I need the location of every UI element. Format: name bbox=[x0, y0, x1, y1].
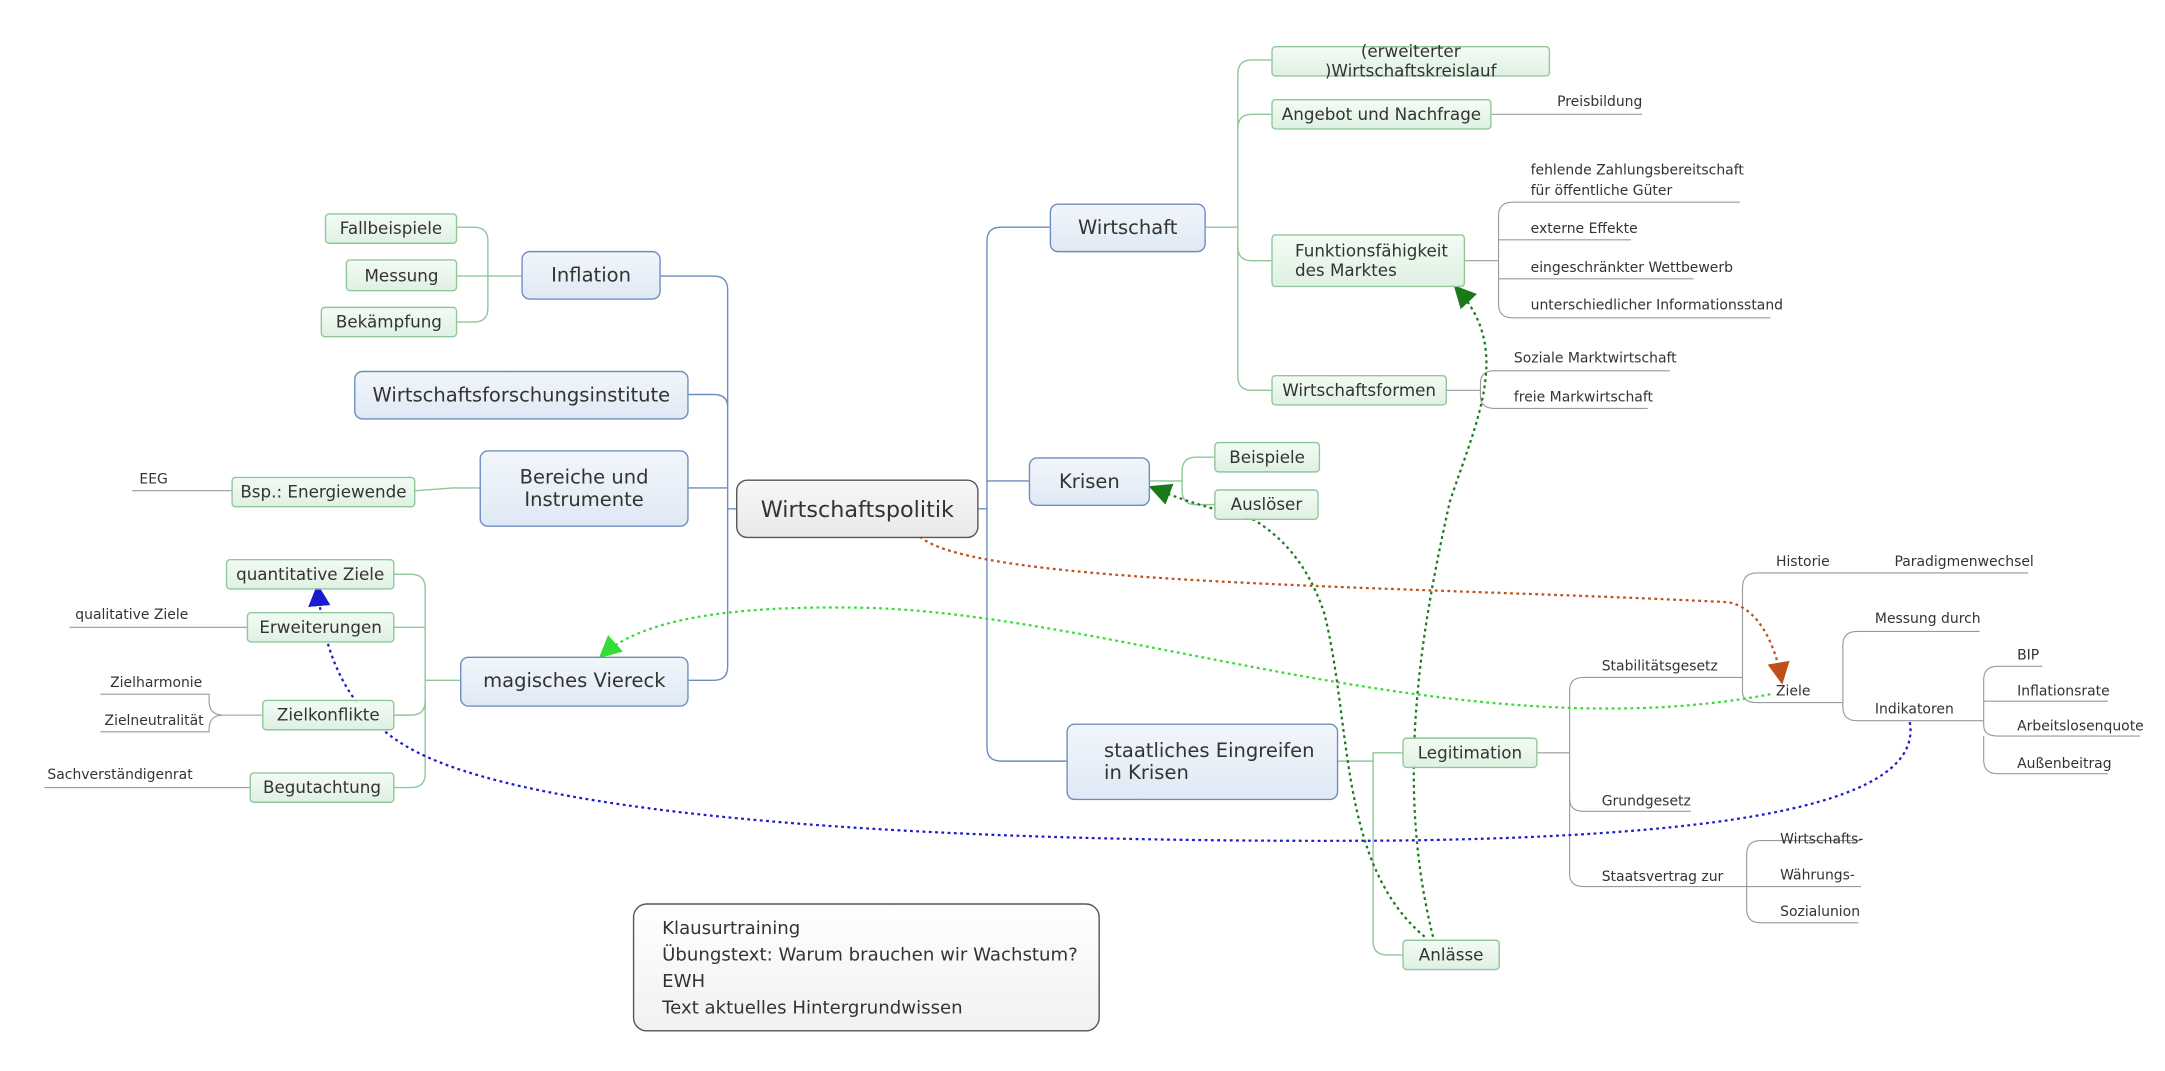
subtopic-legitimation[interactable]: Legitimation bbox=[1402, 737, 1538, 769]
subtopic-beispiele[interactable]: Beispiele bbox=[1214, 441, 1321, 473]
subtopic-fallbeispiele[interactable]: Fallbeispiele bbox=[324, 213, 458, 244]
label-zielharmonie[interactable]: Zielharmonie bbox=[110, 676, 203, 692]
subtopic-funktion-line1: Funktionsfähigkeit bbox=[1295, 241, 1448, 261]
label-grundgesetz[interactable]: Grundgesetz bbox=[1601, 794, 1691, 810]
label-sozialunion[interactable]: Sozialunion bbox=[1780, 904, 1861, 921]
label-qualitative-ziele[interactable]: qualitative Ziele bbox=[75, 607, 189, 624]
subtopic-quantitative-ziele[interactable]: quantitative Ziele bbox=[225, 558, 395, 590]
subtopic-angebot-nachfrage[interactable]: Angebot und Nachfrage bbox=[1271, 98, 1492, 130]
label-wirtschafts[interactable]: Wirtschafts- bbox=[1780, 832, 1864, 848]
topic-inflation[interactable]: Inflation bbox=[521, 250, 661, 300]
topic-bereiche-instrumente[interactable]: Bereiche und Instrumente bbox=[479, 450, 689, 527]
topic-bereiche-line2: Instrumente bbox=[524, 488, 644, 511]
note-line-3: EWH bbox=[662, 971, 706, 993]
topic-bereiche-line1: Bereiche und bbox=[519, 466, 649, 489]
label-informationsstand[interactable]: unterschiedlicher Informationsstand bbox=[1530, 298, 1784, 314]
subtopic-ausloeser[interactable]: Auslöser bbox=[1214, 489, 1319, 520]
label-eingeschraenkter-wettbewerb[interactable]: eingeschränkter Wettbewerb bbox=[1530, 260, 1733, 277]
label-freie-markwirtschaft[interactable]: freie Markwirtschaft bbox=[1513, 390, 1653, 406]
note-line-2: Übungstext: Warum brauchen wir Wachstum? bbox=[662, 945, 1078, 967]
label-externe-effekte[interactable]: externe Effekte bbox=[1530, 221, 1638, 237]
subtopic-wirtschaftsformen[interactable]: Wirtschaftsformen bbox=[1271, 374, 1447, 406]
subtopic-messung[interactable]: Messung bbox=[345, 259, 458, 292]
label-eeg[interactable]: EEG bbox=[139, 472, 168, 488]
topic-wirtschaft[interactable]: Wirtschaft bbox=[1049, 203, 1206, 253]
label-inflationsrate[interactable]: Inflationsrate bbox=[2017, 684, 2110, 700]
subtopic-erweiterungen[interactable]: Erweiterungen bbox=[246, 611, 395, 643]
subtopic-bekaempfung[interactable]: Bekämpfung bbox=[320, 306, 458, 338]
subtopic-zielkonflikte[interactable]: Zielkonflikte bbox=[262, 699, 395, 731]
note-line-1: Klausurtraining bbox=[662, 918, 801, 940]
label-soziale-marktwirtschaft[interactable]: Soziale Marktwirtschaft bbox=[1513, 351, 1677, 367]
label-indikatoren[interactable]: Indikatoren bbox=[1874, 702, 1954, 718]
label-stabilitaetsgesetz[interactable]: Stabilitätsgesetz bbox=[1601, 659, 1718, 675]
label-paradigmenwechsel[interactable]: Paradigmenwechsel bbox=[1894, 554, 2034, 571]
subtopic-funktionsfaehigkeit[interactable]: Funktionsfähigkeit des Marktes bbox=[1271, 234, 1466, 288]
label-sachverstaendigenrat[interactable]: Sachverständigenrat bbox=[47, 768, 193, 784]
topic-magisches-viereck[interactable]: magisches Viereck bbox=[460, 656, 689, 707]
topic-wirtschaftsforschungsinstitute[interactable]: Wirtschaftsforschungsinstitute bbox=[354, 370, 689, 420]
subtopic-anlaesse[interactable]: Anlässe bbox=[1402, 939, 1500, 971]
subtopic-begutachtung[interactable]: Begutachtung bbox=[249, 772, 395, 803]
label-historie[interactable]: Historie bbox=[1775, 554, 1830, 571]
label-arbeitslosenquote[interactable]: Arbeitslosenquote bbox=[2017, 719, 2144, 735]
label-waehrungs[interactable]: Währungs- bbox=[1780, 868, 1855, 884]
label-zahlungsbereitschaft-1[interactable]: fehlende Zahlungsbereitschaft bbox=[1530, 163, 1744, 179]
central-topic[interactable]: Wirtschaftspolitik bbox=[736, 479, 979, 539]
label-ziele[interactable]: Ziele bbox=[1775, 684, 1811, 700]
topic-staatliches-eingreifen[interactable]: staatliches Eingreifen in Krisen bbox=[1066, 723, 1339, 801]
topic-eingreifen-line2: in Krisen bbox=[1104, 761, 1189, 785]
label-aussenbeitrag[interactable]: Außenbeitrag bbox=[2017, 756, 2112, 773]
label-messung-durch[interactable]: Messung durch bbox=[1874, 611, 1981, 628]
topic-eingreifen-line1: staatliches Eingreifen bbox=[1104, 739, 1315, 762]
label-zahlungsbereitschaft-2[interactable]: für öffentliche Güter bbox=[1530, 184, 1673, 200]
topic-krisen[interactable]: Krisen bbox=[1028, 457, 1151, 507]
label-bip[interactable]: BIP bbox=[2017, 648, 2040, 664]
subtopic-funktion-line2: des Marktes bbox=[1295, 260, 1397, 281]
note-line-4: Text aktuelles Hintergrundwissen bbox=[662, 998, 963, 1020]
label-staatsvertrag[interactable]: Staatsvertrag zur bbox=[1601, 869, 1724, 886]
note-box[interactable]: Klausurtraining Übungstext: Warum brauch… bbox=[632, 903, 1100, 1032]
label-preisbildung[interactable]: Preisbildung bbox=[1557, 94, 1643, 111]
subtopic-energiewende[interactable]: Bsp.: Energiewende bbox=[231, 476, 416, 508]
subtopic-wirtschaftskreislauf[interactable]: (erweiterter )Wirtschaftskreislauf bbox=[1271, 42, 1551, 81]
label-zielneutralitaet[interactable]: Zielneutralität bbox=[104, 713, 204, 730]
